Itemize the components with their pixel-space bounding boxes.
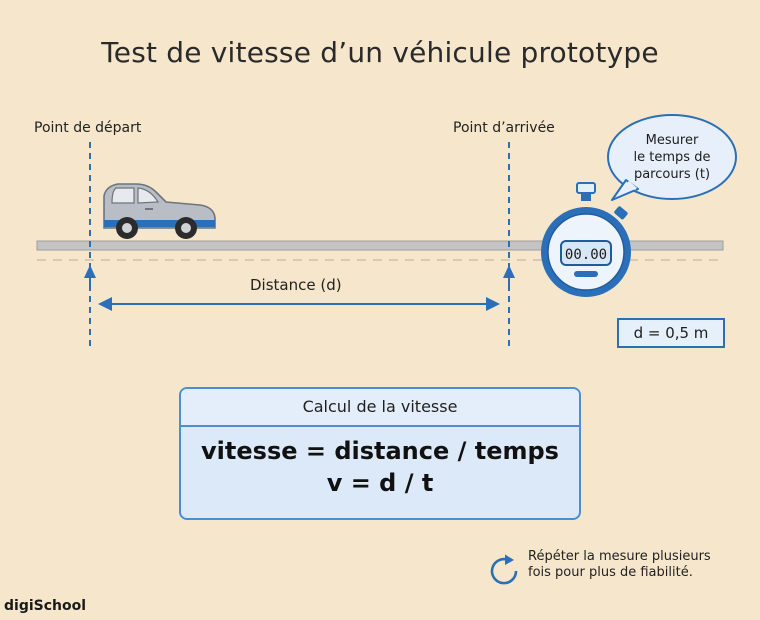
start-arrow-up [84,265,96,290]
stopwatch-icon: 00.00 [541,182,631,297]
speech-bubble [607,114,737,201]
car-icon [103,183,216,239]
digischool-logo: digiSchool [4,598,87,614]
distance-arrow [98,297,500,311]
repeat-note: Répéter la mesure plusieurs fois pour pl… [528,549,711,581]
formula-line-2: v = d / t [326,469,434,497]
end-label: Point d’arrivée [453,120,555,136]
bubble-line-2: le temps de [633,150,711,165]
start-label: Point de départ [34,120,142,136]
formula-box: Calcul de la vitesse vitesse = distance … [179,387,581,520]
bubble-line-1: Mesurer [645,133,699,148]
distance-label: Distance (d) [250,276,342,294]
formula-line-1: vitesse = distance / temps [201,437,559,465]
repeat-note-line-1: Répéter la mesure plusieurs [528,549,711,564]
stopwatch-display: 00.00 [565,247,607,263]
track [36,240,724,251]
distance-value-box: d = 0,5 m [617,318,725,348]
repeat-icon [490,554,518,585]
bubble-text: Mesurer le temps de parcours (t) [606,132,738,183]
page-title: Test de vitesse d’un véhicule prototype [101,36,659,69]
formula-heading: Calcul de la vitesse [181,389,579,427]
end-arrow-up [503,265,515,290]
repeat-note-line-2: fois pour plus de fiabilité. [528,565,693,580]
bubble-line-3: parcours (t) [633,167,711,182]
